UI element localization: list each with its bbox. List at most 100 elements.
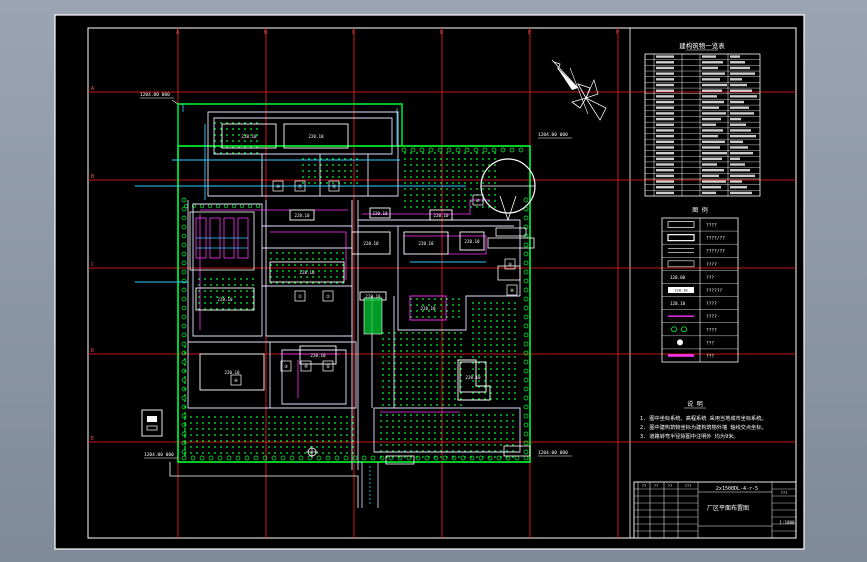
legend-item: ????/?? xyxy=(706,236,725,242)
building-number: ③ xyxy=(284,364,289,370)
structure[interactable]: ⑥ xyxy=(230,374,242,386)
elevation-mark: 1204.00 000 xyxy=(140,92,170,98)
water-mains xyxy=(135,124,486,283)
building-number: ⑩ xyxy=(276,184,281,190)
building-label: 220.10 xyxy=(294,213,310,218)
building-label: 220.10 xyxy=(363,241,379,246)
structure[interactable]: ⑤ xyxy=(322,360,334,372)
building-label: 220.10 xyxy=(464,239,480,244)
building[interactable]: 220.10 xyxy=(195,287,255,311)
building-label: 220.10 xyxy=(465,375,481,380)
legend-title: 图 例 xyxy=(692,206,708,214)
site-plan[interactable]: 220.10 220.10 220.10 220.10 220.10 220.10 220.… xyxy=(135,92,572,508)
green-belt xyxy=(382,332,462,406)
legend-item: ?????? xyxy=(706,288,723,294)
building[interactable]: 220.10 xyxy=(289,209,315,221)
building[interactable] xyxy=(497,265,521,281)
title-block[interactable]: ???????????? 2x1500DL-4-r-5 厂区平面布置图 1:10… xyxy=(633,481,797,539)
building[interactable]: 220.10 xyxy=(459,361,487,393)
grid-label: C xyxy=(91,262,94,268)
cooling-tower[interactable] xyxy=(480,158,536,249)
building-label: 220.10 xyxy=(308,134,324,139)
legend-item: ??? xyxy=(706,275,714,281)
legend-table[interactable]: 图 例 ????????/??????/??????120.00???120.1… xyxy=(661,206,739,363)
structure[interactable]: ④ xyxy=(300,360,312,372)
green-belt xyxy=(198,278,254,310)
grid-label: F xyxy=(616,30,619,36)
legend-item: ??? xyxy=(706,353,714,359)
structure[interactable]: ⑦ xyxy=(472,194,484,206)
building[interactable]: 220.10 xyxy=(269,261,345,283)
elevation-mark: 1204.00 000 xyxy=(538,450,568,456)
elevation-mark: 1204.00 000 xyxy=(538,132,568,138)
notes-block[interactable]: 说 明 1. 图中坐标系统、高程系统 采用当地城市坐标系统。 2. 图中建构筑物… xyxy=(640,400,767,440)
grid-label: B xyxy=(91,174,94,180)
site-boundary-inner xyxy=(182,104,398,146)
title-block-mark: ?? xyxy=(668,483,673,488)
building[interactable]: 220.10 xyxy=(429,209,453,221)
building[interactable]: 220.10 xyxy=(409,295,447,321)
legend-item: ??? xyxy=(706,340,714,346)
building[interactable]: 220.10 xyxy=(403,231,449,255)
building[interactable]: 220.10 xyxy=(221,123,277,149)
building[interactable]: 220.10 xyxy=(199,353,265,391)
legend-item: ????/?? xyxy=(706,249,725,255)
wind-rose-icon xyxy=(571,78,607,121)
building-label: 220.10 xyxy=(310,353,326,358)
building-number: ② xyxy=(326,294,331,300)
green-belt xyxy=(270,252,344,284)
buildings[interactable]: 220.10 220.10 220.10 220.10 220.10 220.10 220.… xyxy=(195,123,531,465)
grid-label: B xyxy=(264,30,267,36)
title-block-mark: ??? xyxy=(781,490,788,495)
grass-plot xyxy=(363,297,383,335)
drawing-scale: 1:1000 xyxy=(779,520,795,525)
building[interactable]: 220.10 xyxy=(369,207,391,219)
structure[interactable]: ③ xyxy=(280,360,292,372)
building-number: ⑨ xyxy=(508,262,513,268)
grid-label: E xyxy=(528,30,531,36)
notes-title: 说 明 xyxy=(687,400,703,408)
green-belt xyxy=(404,152,496,208)
legend-item: ???? xyxy=(706,301,717,307)
structure[interactable]: ⑪ xyxy=(294,180,306,192)
building-label: 220.10 xyxy=(433,213,449,218)
building-list[interactable]: 建构筑物一览表 xyxy=(644,41,761,197)
drawing-title: 厂区平面布置图 xyxy=(707,504,749,512)
boiler-house[interactable] xyxy=(189,211,255,271)
green-belt xyxy=(410,298,460,318)
structure[interactable]: ⑩ xyxy=(272,180,284,192)
building-lshape[interactable] xyxy=(457,359,491,401)
site-boundary-north xyxy=(177,103,403,146)
structure[interactable]: ② xyxy=(322,290,334,302)
building-label: 220.10 xyxy=(224,370,240,375)
building-label: 220.10 xyxy=(241,134,257,139)
structure[interactable]: ⑫ xyxy=(328,180,340,192)
elevation-mark: 1204.00 000 xyxy=(144,452,174,458)
building-label: 220.10 xyxy=(420,306,436,311)
building[interactable] xyxy=(503,445,531,457)
building[interactable]: 220.10 xyxy=(351,231,391,255)
building[interactable] xyxy=(385,455,415,465)
road-network xyxy=(187,111,521,470)
green-belt xyxy=(380,414,514,458)
site-boundary xyxy=(177,145,531,463)
building-number: ⑦ xyxy=(476,198,481,204)
green-belt xyxy=(184,346,186,456)
structure[interactable]: ① xyxy=(294,290,306,302)
legend-item: ???? xyxy=(706,262,717,268)
drawing-number: 2x1500DL-4-r-5 xyxy=(716,486,758,492)
structure[interactable]: ⑨ xyxy=(504,258,516,270)
building-number: ⑫ xyxy=(332,183,337,190)
svg-text:120.10: 120.10 xyxy=(670,301,686,306)
gate-symbol[interactable] xyxy=(141,409,163,437)
green-belt xyxy=(214,122,258,154)
green-belt xyxy=(302,158,358,184)
building[interactable]: 220.10 xyxy=(459,231,485,251)
pipelines xyxy=(199,199,490,413)
building[interactable]: 220.10 xyxy=(283,123,349,149)
structure[interactable]: ⑧ xyxy=(506,284,518,296)
building-label: 220.10 xyxy=(372,211,388,216)
building[interactable]: 220.10 xyxy=(299,345,337,365)
